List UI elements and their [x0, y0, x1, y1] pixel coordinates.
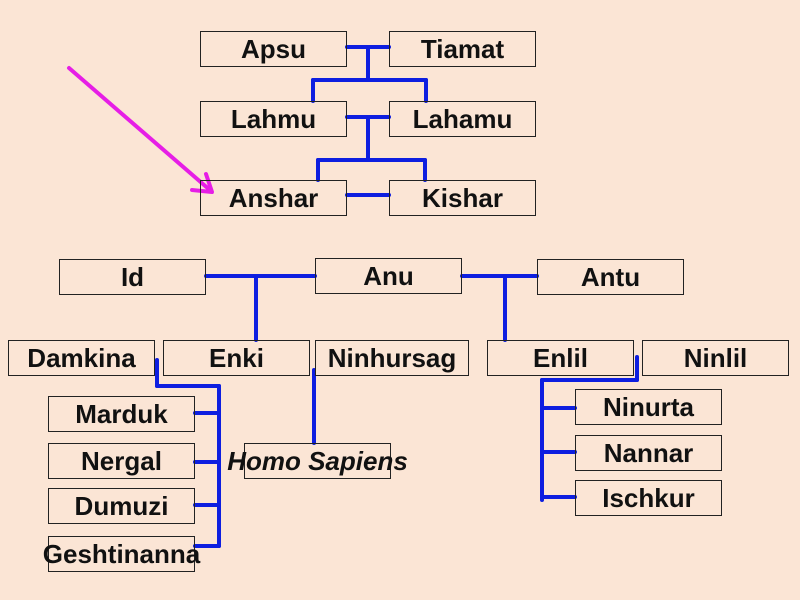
node-kishar: Kishar: [389, 180, 536, 216]
node-id: Id: [59, 259, 206, 295]
node-ischkur: Ischkur: [575, 480, 722, 516]
node-apsu: Apsu: [200, 31, 347, 67]
connector-lines: [155, 45, 639, 548]
node-ninurta: Ninurta: [575, 389, 722, 425]
node-anu: Anu: [315, 258, 462, 294]
node-tiamat: Tiamat: [389, 31, 536, 67]
arrow-shaft: [67, 66, 213, 193]
node-geshtinanna: Geshtinanna: [43, 536, 200, 572]
node-nergal: Nergal: [48, 443, 195, 479]
arrow-icon: [67, 66, 214, 194]
node-lahmu: Lahmu: [200, 101, 347, 137]
node-nannar: Nannar: [575, 435, 722, 471]
node-dumuzi: Dumuzi: [48, 488, 195, 524]
node-marduk: Marduk: [48, 396, 195, 432]
node-damkina: Damkina: [8, 340, 155, 376]
node-enki: Enki: [163, 340, 310, 376]
node-ninlil: Ninlil: [642, 340, 789, 376]
node-antu: Antu: [537, 259, 684, 295]
node-homo-sapiens: Homo Sapiens: [227, 443, 408, 479]
node-enlil: Enlil: [487, 340, 634, 376]
node-ninhursag: Ninhursag: [315, 340, 469, 376]
node-anshar: Anshar: [200, 180, 347, 216]
node-lahamu: Lahamu: [389, 101, 536, 137]
